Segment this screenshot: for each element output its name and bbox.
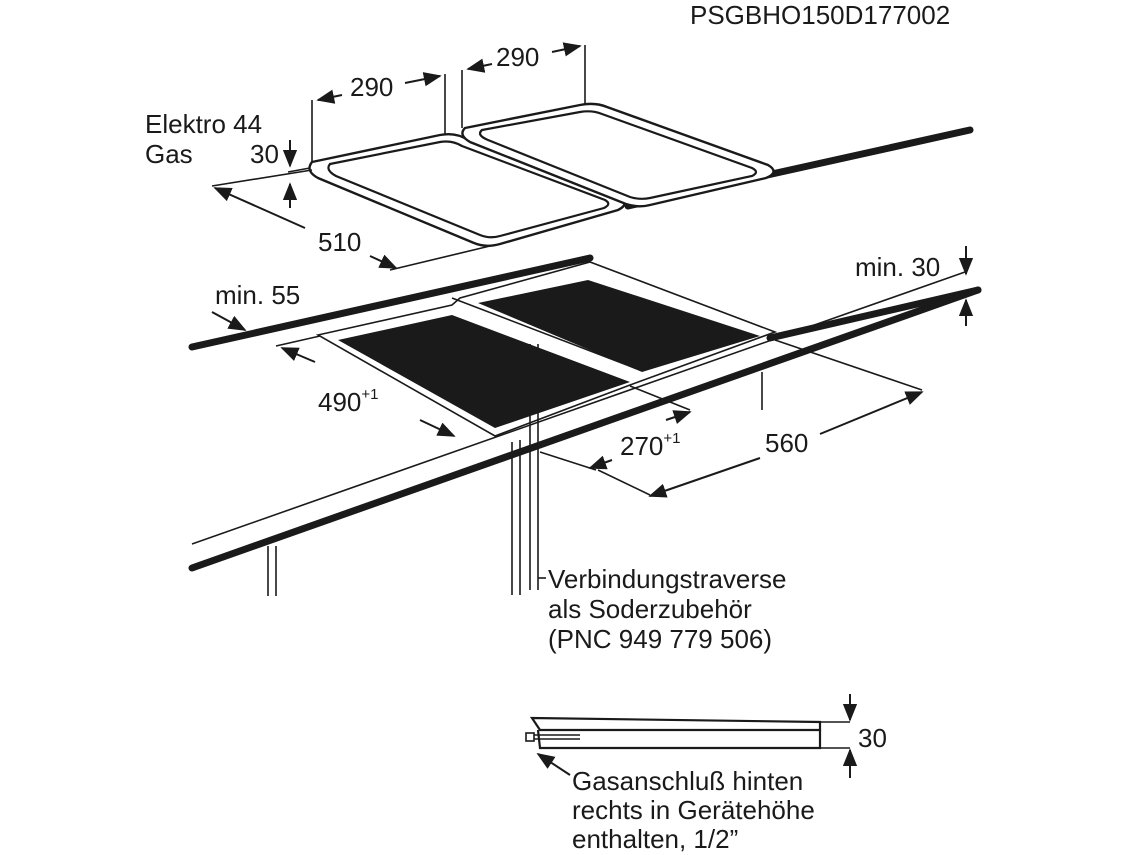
gas-note-line2: rechts in Gerätehöhe xyxy=(572,795,815,825)
side-height-label: 30 xyxy=(858,723,887,753)
total-width-label: 560 xyxy=(765,428,808,458)
height-elektro-label: Elektro 44 xyxy=(145,109,262,139)
cutout-view: min. 55 min. 30 490+1 270+1 560 Verbindu… xyxy=(188,246,982,654)
connector-note-line2: als Soderzubehör xyxy=(548,594,752,624)
gas-note-line1: Gasanschluß hinten xyxy=(572,766,803,796)
worktop-top-edge-left xyxy=(287,167,311,173)
height-gas-name-label: Gas xyxy=(145,139,193,169)
width-right-label: 290 xyxy=(496,42,539,72)
hob-right xyxy=(461,102,775,208)
height-gas-value-label: 30 xyxy=(250,139,279,169)
cutout-right xyxy=(478,280,760,372)
width-left-label: 290 xyxy=(350,72,393,102)
document-code: PSGBHO150D177002 xyxy=(690,0,950,30)
gas-connector-icon xyxy=(525,732,535,742)
connector-note-line1: Verbindungstraverse xyxy=(548,564,786,594)
depth-label: 510 xyxy=(318,227,361,257)
hob-side-profile xyxy=(529,716,822,732)
worktop-back-edge xyxy=(188,254,594,351)
top-view: 290 290 510 Elektro 44 Gas 30 xyxy=(145,42,974,271)
worktop-back-edge-right xyxy=(766,286,982,342)
min-front-label: min. 55 xyxy=(215,280,300,310)
side-view: 30 Gasanschluß hinten rechts in Gerätehö… xyxy=(525,694,887,854)
gas-note-line3: enthalten, 1/2” xyxy=(572,824,738,854)
cutout-depth-label: 490+1 xyxy=(318,386,379,417)
cutout-width-label: 270+1 xyxy=(620,430,681,461)
hob-left xyxy=(308,132,626,247)
worktop-front-edge xyxy=(188,286,982,572)
connector-note-line3: (PNC 949 779 506) xyxy=(548,624,772,654)
min-back-label: min. 30 xyxy=(855,252,940,282)
worktop-front-edge-top xyxy=(191,271,966,545)
cutout-left xyxy=(338,315,630,428)
